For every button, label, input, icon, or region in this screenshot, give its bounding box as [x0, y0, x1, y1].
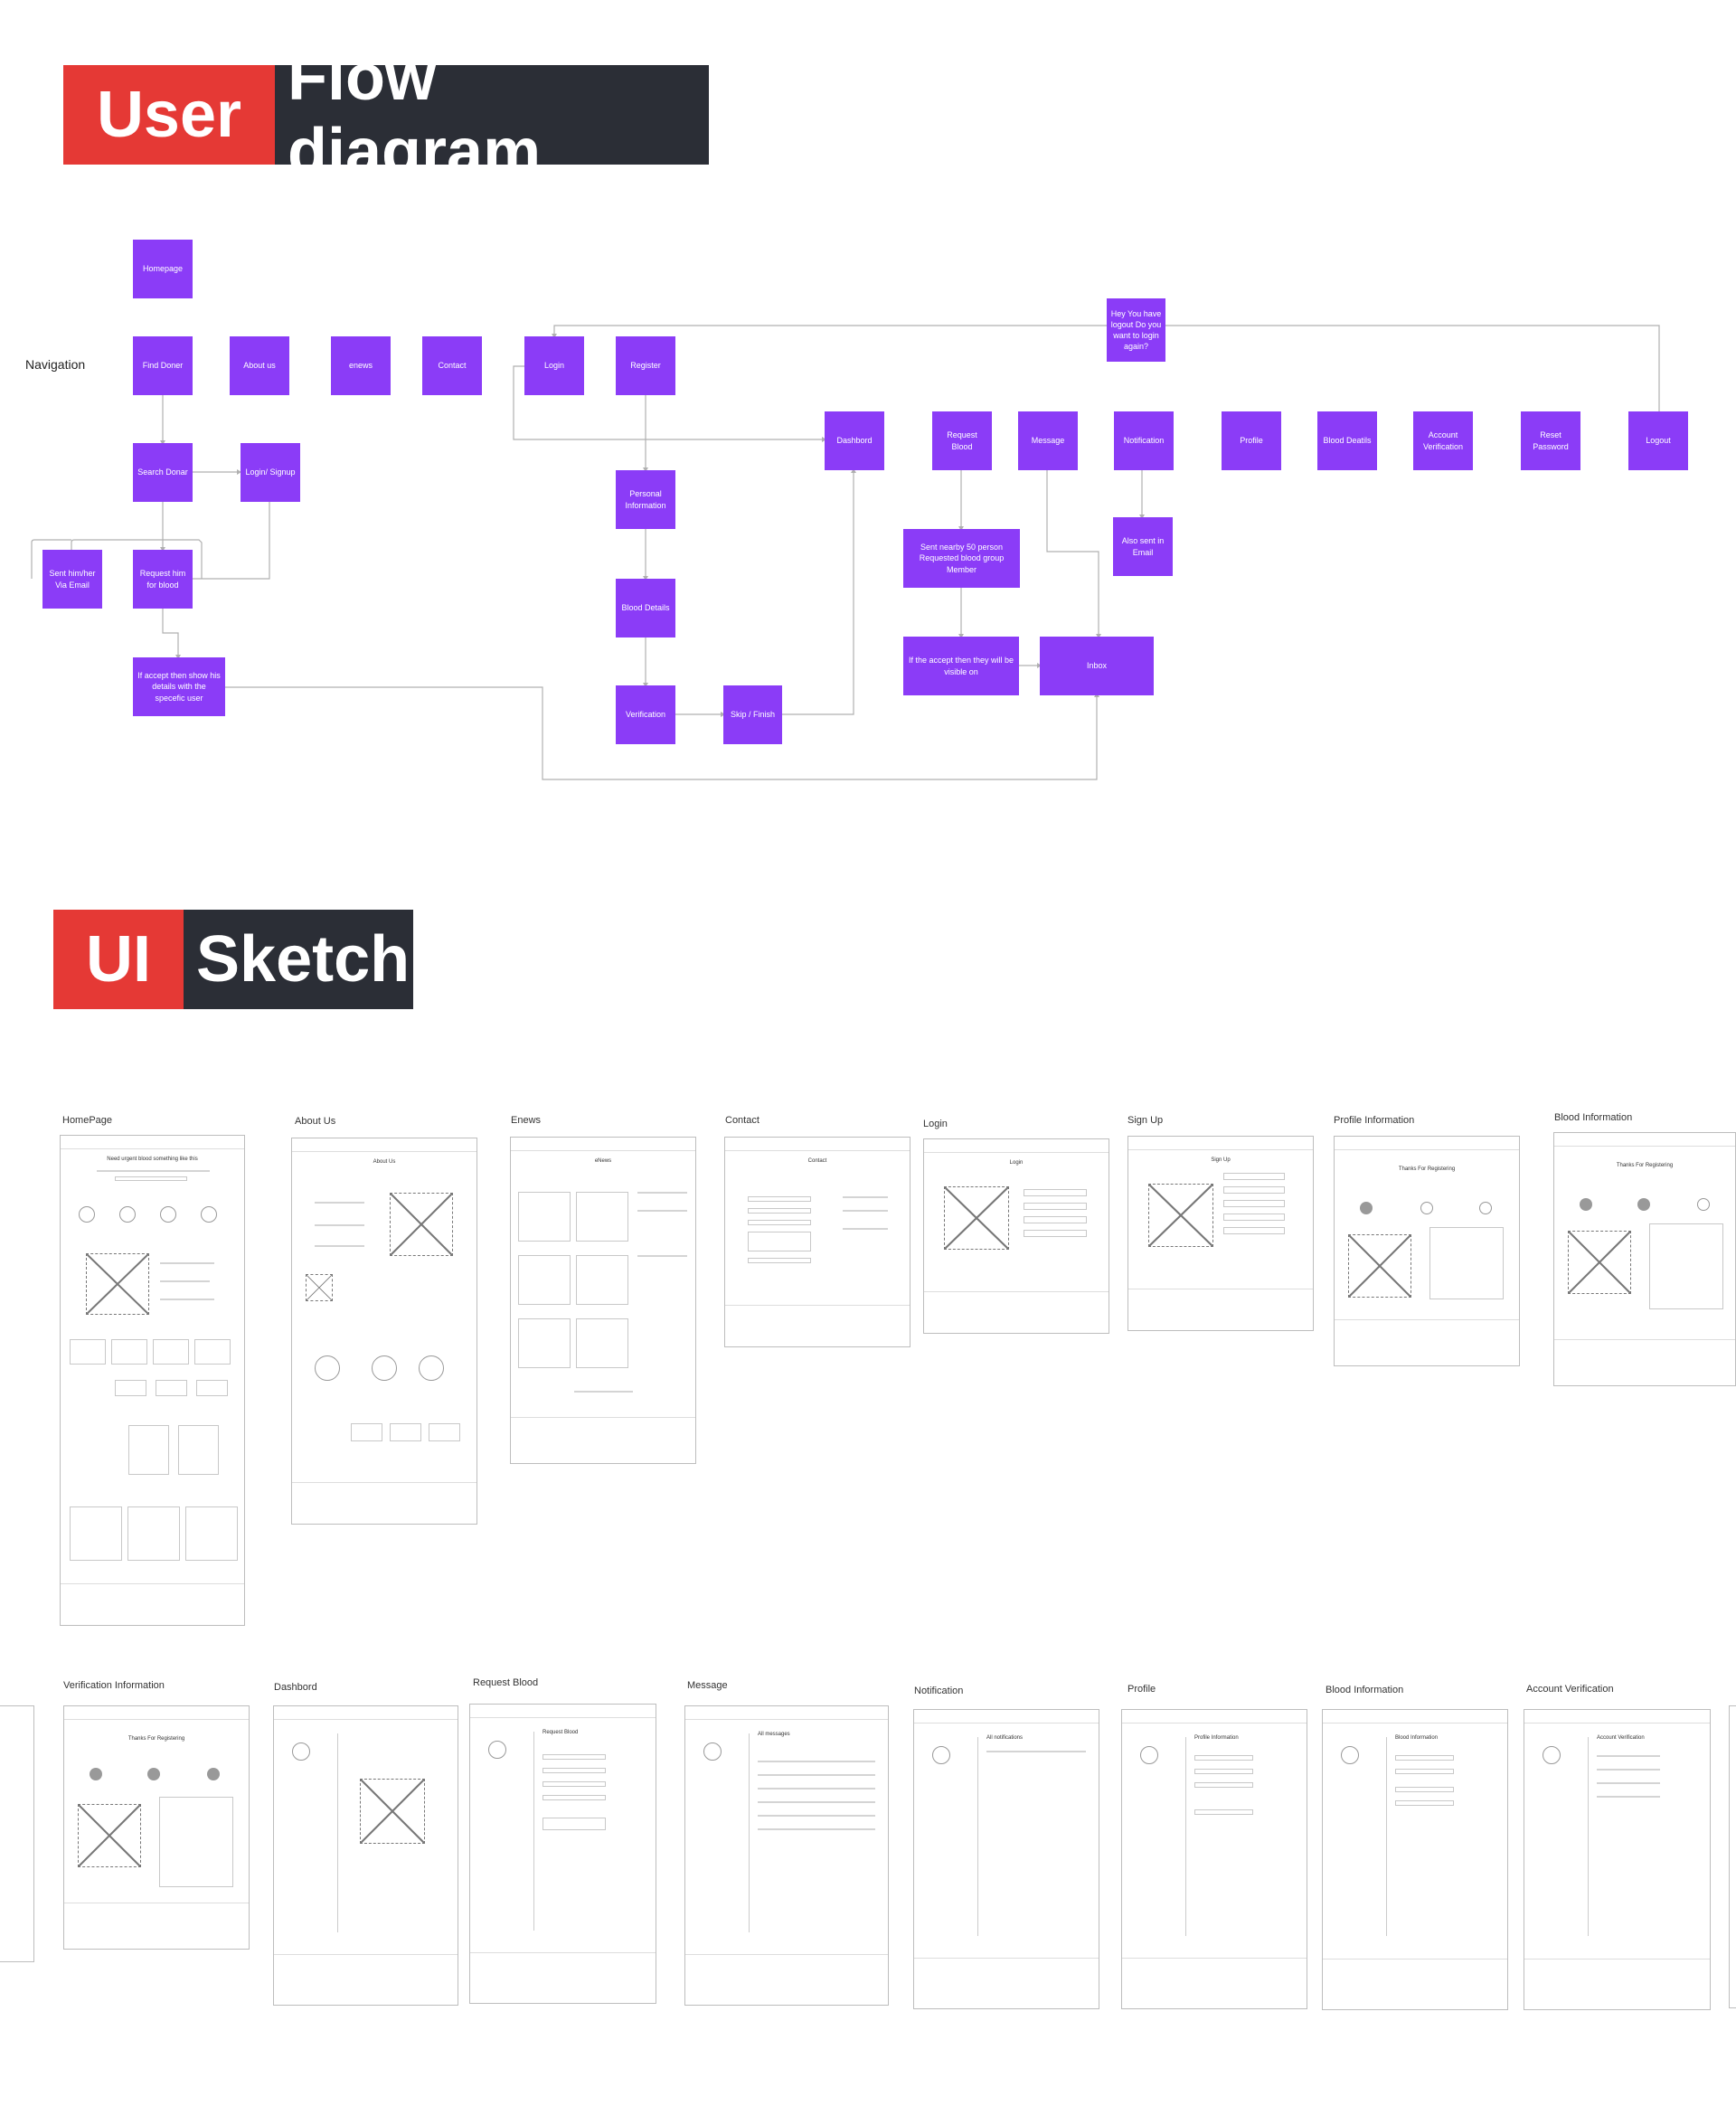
node-if-accept: If accept then show his details with the… [133, 657, 225, 716]
sketch-frame-cropped-left [0, 1705, 34, 1962]
sketch-label-homepage: HomePage [62, 1115, 113, 1126]
edge-login-dashbord [513, 365, 825, 440]
sketch-frame-homepage: Need urgent blood something like this [60, 1135, 245, 1626]
node-sent-via-email: Sent him/her Via Email [42, 550, 102, 609]
sketch-label-profile-information: Profile Information [1334, 1115, 1415, 1126]
header-part-sketch: Sketch [184, 910, 413, 1009]
edge-skip-dashbord [782, 470, 854, 715]
node-login: Login [524, 336, 584, 395]
sketch-label-blood-information: Blood Information [1554, 1112, 1633, 1123]
flow-edges [31, 325, 1660, 780]
node-message: Message [1018, 411, 1078, 470]
node-also-sent-email: Also sent in Email [1113, 517, 1173, 576]
edge-hey-login [553, 325, 1107, 336]
sketch-label-login: Login [923, 1119, 948, 1129]
edge-ifaccept-inbox [225, 686, 1098, 780]
sketch-frame-account-verification: Account Verification [1524, 1709, 1711, 2010]
sketch-frame-message: All messages [684, 1705, 889, 2006]
node-personal-information: Personal Information [616, 470, 675, 529]
node-verification: Verification [616, 685, 675, 744]
node-reset-password: Reset Password [1521, 411, 1580, 470]
sketch-title: About Us [373, 1159, 396, 1165]
node-account-verification: Account Verification [1413, 411, 1473, 470]
edge-sent-request-loop [71, 539, 203, 579]
sketch-frame-sign-up: Sign Up [1127, 1136, 1314, 1331]
sketch-label-notification: Notification [914, 1686, 964, 1696]
sketch-title: Account Verification [1597, 1735, 1645, 1741]
sketch-title: All messages [758, 1732, 790, 1737]
sketch-label-contact: Contact [725, 1115, 760, 1126]
sketch-title: Thanks For Registering [1616, 1163, 1674, 1168]
node-homepage: Homepage [133, 240, 193, 298]
sketch-frame-enews: eNews [510, 1137, 696, 1464]
sketch-label-blood-information-2: Blood Information [1326, 1685, 1404, 1695]
node-search-donar: Search Donar [133, 443, 193, 502]
sketch-frame-blood-information: Thanks For Registering [1553, 1132, 1736, 1386]
edge-login-request [192, 502, 270, 580]
sketch-title: Thanks For Registering [127, 1736, 185, 1742]
sketch-frame-notification: All notifications [913, 1709, 1099, 2009]
sketch-title: All notifications [986, 1735, 1024, 1741]
node-dashbord: Dashbord [825, 411, 884, 470]
node-contact: Contact [422, 336, 482, 395]
node-skip-finish: Skip / Finish [723, 685, 782, 744]
sketch-label-message: Message [687, 1680, 728, 1691]
sketch-title: Blood Information [1395, 1735, 1439, 1741]
sketch-label-request-blood: Request Blood [473, 1677, 539, 1688]
sketch-label-enews: Enews [511, 1115, 542, 1126]
node-inbox: Inbox [1040, 637, 1154, 695]
sketch-frame-contact: Contact [724, 1137, 910, 1347]
sketch-label-about-us: About Us [295, 1116, 336, 1127]
node-blood-details: Blood Details [616, 579, 675, 637]
sketch-title: Login [1009, 1160, 1024, 1166]
sketch-frame-request-blood: Request Blood [469, 1704, 656, 2004]
sketch-frame-profile: Profile Information [1121, 1709, 1307, 2009]
ui-sketch-header: UI Sketch [53, 910, 413, 1009]
node-find-doner: Find Doner [133, 336, 193, 395]
node-enews: enews [331, 336, 391, 395]
sketch-title: Thanks For Registering [1398, 1166, 1456, 1172]
sketch-title: eNews [594, 1158, 612, 1164]
sketch-label-dashbord: Dashbord [274, 1682, 317, 1693]
sketch-title: Contact [807, 1158, 827, 1164]
sketch-title: Sign Up [1211, 1157, 1231, 1163]
sketch-label-sign-up: Sign Up [1127, 1115, 1164, 1126]
sketch-frame-blood-information-2: Blood Information [1322, 1709, 1508, 2010]
sketch-frame-about-us: About Us [291, 1138, 477, 1525]
sketch-frame-login: Login [923, 1138, 1109, 1334]
sketch-title: Request Blood [542, 1730, 579, 1735]
sketch-frame-cropped-right [1729, 1705, 1736, 2008]
edge-logout-hey [1165, 325, 1660, 411]
header-part-user: User [63, 65, 275, 165]
navigation-label: Navigation [25, 357, 86, 372]
node-register: Register [616, 336, 675, 395]
node-request-him: Request him for blood [133, 550, 193, 609]
node-sent-nearby: Sent nearby 50 person Requested blood gr… [903, 529, 1020, 588]
sketch-frame-profile-information: Thanks For Registering [1334, 1136, 1520, 1366]
node-notification: Notification [1114, 411, 1174, 470]
header-part-ui: UI [53, 910, 184, 1009]
sketch-label-profile: Profile [1127, 1684, 1156, 1695]
sketch-label-verification-information: Verification Information [63, 1680, 165, 1691]
node-blood-deatils: Blood Deatils [1317, 411, 1377, 470]
sketch-frame-verification-information: Thanks For Registering [63, 1705, 250, 1950]
node-hey-logout: Hey You have logout Do you want to login… [1107, 298, 1165, 362]
sketch-label-account-verification: Account Verification [1526, 1684, 1614, 1695]
edge-message-inbox [1046, 470, 1099, 637]
node-logout: Logout [1628, 411, 1688, 470]
node-login-signup: Login/ Signup [241, 443, 300, 502]
node-if-they-accept: If the accept then they will be visible … [903, 637, 1019, 695]
edge-request-ifaccept [162, 609, 179, 657]
edge-sent-left [31, 539, 71, 579]
sketch-title: Need urgent blood something like this [107, 1157, 198, 1162]
sketch-frame-dashbord [273, 1705, 458, 2006]
node-about-us: About us [230, 336, 289, 395]
sketch-title: Profile Information [1194, 1735, 1239, 1741]
node-profile: Profile [1222, 411, 1281, 470]
node-request-blood: Request Blood [932, 411, 992, 470]
